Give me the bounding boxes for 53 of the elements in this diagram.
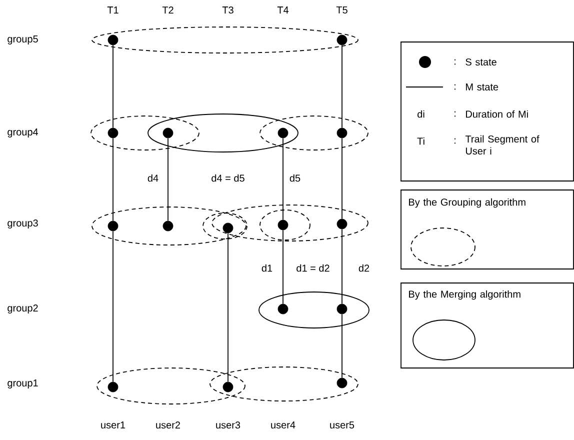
label-text: d1	[260, 263, 274, 273]
state-dot	[108, 128, 118, 138]
trail-line	[282, 230, 284, 304]
legend-text: By the Grouping algorithm	[409, 198, 526, 208]
state-dot	[108, 382, 118, 392]
state-dot	[108, 34, 118, 46]
label-text: group5	[6, 34, 40, 46]
label-text: d2	[357, 263, 371, 273]
label-text: user3	[214, 420, 242, 430]
label-text: d5	[288, 173, 302, 183]
label-text: user5	[328, 420, 356, 430]
label-text: :	[452, 83, 458, 91]
state-dot	[278, 304, 288, 314]
legend-text: Trail Segment of User i	[465, 135, 540, 155]
label-text: d1 = d2	[295, 263, 331, 273]
label-text: T3	[221, 5, 235, 15]
label-text: T4	[276, 6, 290, 14]
label-text: user1	[100, 420, 126, 430]
trail-line	[112, 138, 114, 222]
label-text: :	[452, 137, 458, 145]
state-dot	[222, 222, 234, 234]
legend-text: S state	[466, 58, 496, 66]
label-text: user4	[270, 420, 296, 430]
label-text: T2	[161, 6, 175, 14]
state-dot	[278, 220, 288, 230]
state-dot	[162, 128, 174, 138]
label-text: :	[452, 110, 458, 118]
state-dot	[336, 34, 348, 46]
label-text: group4	[6, 128, 40, 138]
label-text: user2	[154, 420, 182, 430]
label-text: di	[416, 109, 426, 119]
label-text: T1	[106, 6, 120, 14]
legend-text: Duration of Mi	[466, 110, 528, 118]
legend-text: By the Merging algorithm	[409, 290, 520, 300]
label-text: T5	[335, 6, 349, 14]
state-dot	[278, 128, 288, 138]
label-text: d4	[146, 173, 160, 183]
label-text: d4 = d5	[210, 173, 246, 183]
label-text: group2	[6, 303, 40, 315]
state-dot	[336, 304, 348, 314]
trail-line	[112, 230, 114, 382]
state-dot	[222, 382, 234, 392]
label-text: group1	[6, 378, 40, 390]
label-text: Ti	[416, 136, 426, 146]
state-dot	[336, 218, 348, 230]
trail-line	[112, 44, 114, 128]
state-dot	[336, 128, 348, 138]
label-text: group3	[6, 218, 40, 230]
label-text: :	[452, 58, 458, 66]
state-dot	[162, 220, 174, 232]
state-dot	[336, 378, 348, 388]
legend-text: M state	[466, 84, 498, 90]
state-dot	[108, 220, 118, 232]
